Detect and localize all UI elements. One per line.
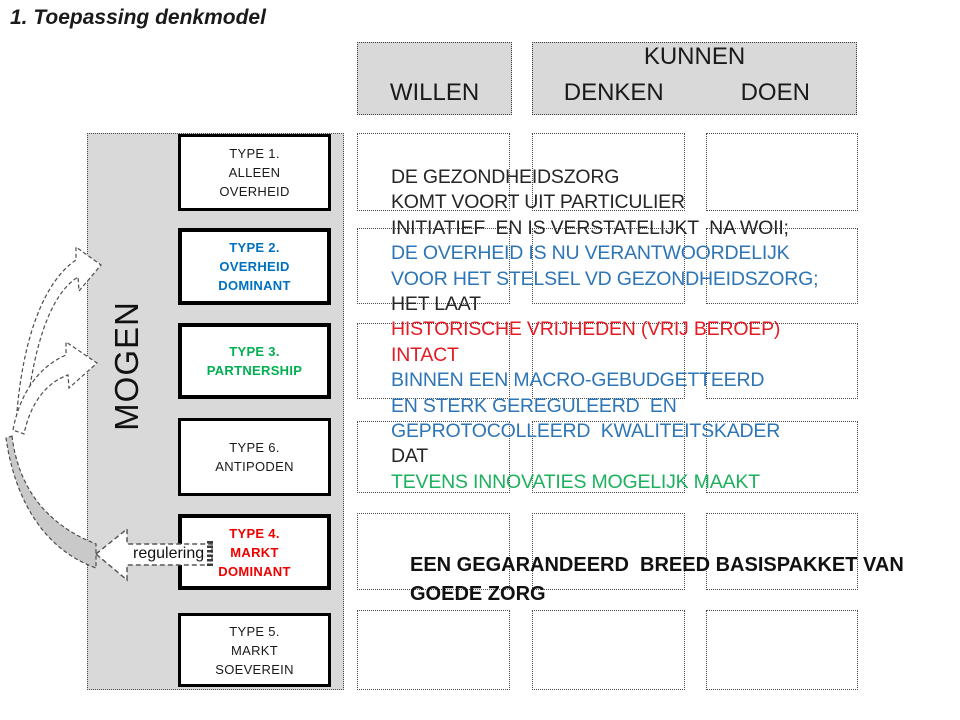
grid-cell [531,228,685,304]
grid-cell [531,610,685,690]
type-6-box: TYPE 6. ANTIPODEN [178,418,331,496]
type-3-box: TYPE 3. PARTNERSHIP [178,323,331,399]
mogen-panel [87,133,344,690]
main-text-line: TEVENS INNOVATIES MOGELIJK MAAKT [391,470,760,493]
willen-label: WILLEN [389,79,480,106]
main-text-line: KOMT VOORT UIT PARTICULIER [391,191,685,214]
regulering-label: regulering [133,545,205,562]
grid-cell [706,421,858,493]
type-1-line: TYPE 1. [229,146,280,161]
grid-cell [531,133,685,211]
main-text-line: GEPROTOCOLLEERD KWALITEITSKADER [391,420,781,443]
grid-cell [706,513,858,590]
kunnen-label: KUNNEN [643,43,746,70]
main-text-line: HET LAAT [391,293,481,316]
grid-row [357,133,858,211]
grid-row [357,421,858,493]
type-3-line: TYPE 3. [229,344,280,359]
grid-cell [531,421,685,493]
basispakket-line: GOEDE ZORG [410,582,546,605]
type-4-line: MARKT [230,544,279,560]
main-text-line: DAT [391,445,428,468]
grid-cell [357,513,510,590]
grid-row [357,513,858,590]
grid-cell [531,323,685,399]
type-6-line: ANTIPODEN [215,459,294,474]
type-2-line: TYPE 2. [229,240,280,255]
grid-cell [357,133,510,211]
header-willen-box: WILLEN [357,42,512,115]
grid-cell [706,133,858,211]
curved-arrow-middle-icon [12,340,98,435]
grid-cell [706,323,858,399]
type-5-line: SOEVEREIN [215,661,294,677]
grid-cell [706,610,858,690]
type-2-line: DOMINANT [218,278,291,293]
basispakket-text: EEN GEGARANDEERD BREED BASISPAKKET VAN G… [410,551,904,608]
grid-row [357,610,858,690]
type-3-line: PARTNERSHIP [206,363,303,378]
main-text-line: INTACT [391,343,459,366]
main-text-line: DE OVERHEID IS NU VERANTWOORDELIJK [391,242,790,265]
main-text-line: INITIATIEF EN IS VERSTATELIJKT NA WOII; [391,216,789,239]
mogen-label: MOGEN [108,301,145,431]
type-1-line: ALLEEN [228,165,281,180]
grid-cell [357,323,510,399]
type-4-line: TYPE 4. [229,525,280,541]
type-2-line: OVERHEID [219,259,290,274]
basispakket-line: EEN GEGARANDEERD BREED BASISPAKKET VAN [410,554,904,576]
type-1-line: OVERHEID [219,184,290,199]
type-6-line: TYPE 6. [229,440,280,455]
grid-cell [357,228,510,304]
header-kunnen-box: KUNNEN DENKEN DOEN [532,42,857,115]
main-text-line: EN STERK GEREGULEERD EN [391,394,677,417]
grid-cell [357,610,510,690]
grid-cell [357,421,510,493]
page-title: 1. Toepassing denkmodel [10,6,266,29]
main-text-line: VOOR HET STELSEL VD GEZONDHEIDSZORG; [391,267,819,290]
type-4-line: DOMINANT [218,563,291,579]
grid-row [357,323,858,399]
type-5-line: MARKT [231,642,278,658]
denken-label: DENKEN [563,79,664,106]
main-text-line: DE GEZONDHEIDSZORG [391,166,620,188]
main-text-line: BINNEN EEN MACRO-GEBUDGETTEERD [391,369,765,392]
type-5-box: TYPE 5. MARKT SOEVEREIN [178,613,331,687]
main-text-line: HISTORISCHE VRIJHEDEN (VRIJ BEROEP) [391,318,781,341]
grid-cell [531,513,685,590]
grid-cell [706,228,858,304]
type-2-box: TYPE 2. OVERHEID DOMINANT [178,228,331,305]
main-text-block: DE GEZONDHEIDSZORG KOMT VOORT UIT PARTIC… [391,165,871,495]
type-5-line: TYPE 5. [229,623,280,639]
type-1-box: TYPE 1. ALLEEN OVERHEID [178,134,331,211]
grid-row [357,228,858,304]
curved-band-bottom-icon [5,435,97,569]
doen-label: DOEN [740,79,810,106]
